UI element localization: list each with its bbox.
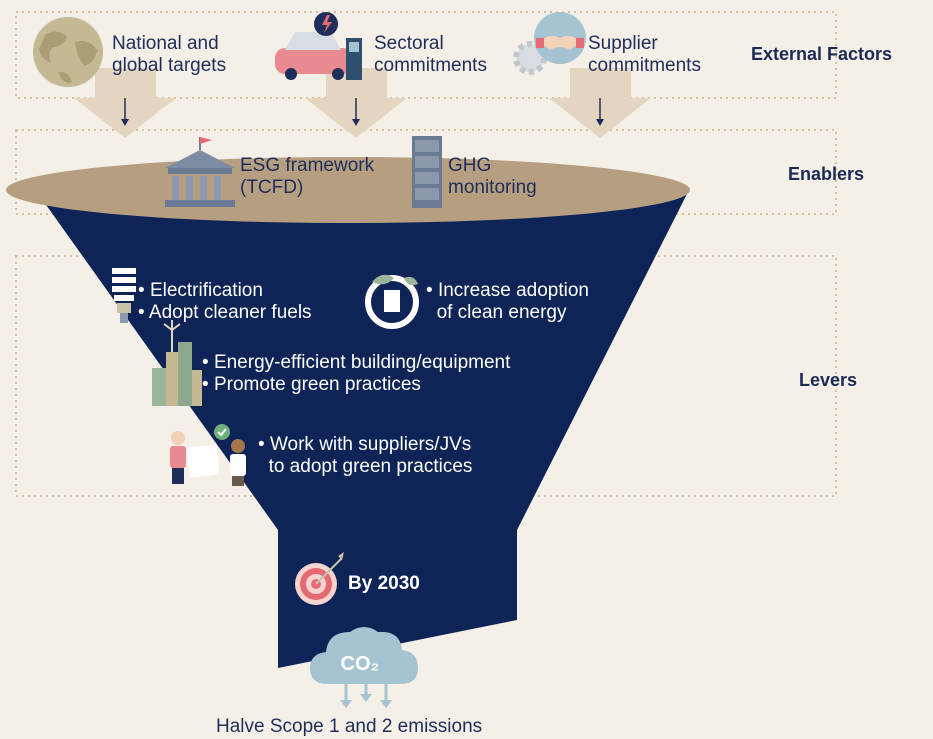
enabler-esg-framework: ESG framework (TCFD) (240, 155, 374, 199)
electric-car-icon (275, 12, 362, 80)
category-enablers: Enablers (788, 164, 865, 184)
lever-clean-energy-item2: of clean energy (436, 302, 567, 323)
external-factor-sectoral: Sectoral commitments (374, 33, 487, 77)
target-icon (295, 552, 344, 605)
external-factor-supplier: Supplier commitments (588, 33, 701, 77)
lever-suppliers-item1: • Work with suppliers/JVs (258, 434, 472, 455)
external-factor-supplier-line2: commitments (588, 55, 701, 76)
external-factor-sectoral-line1: Sectoral (374, 33, 444, 54)
clean-energy-icon (365, 274, 419, 329)
external-factor-sectoral-line2: commitments (374, 55, 487, 76)
enabler-ghg-line1: GHG (448, 155, 492, 176)
lever-clean-energy-item1: • Increase adoption (426, 280, 589, 301)
outcome-label: Halve Scope 1 and 2 emissions (216, 716, 483, 737)
arrow-down-1 (74, 68, 176, 138)
lever-energy-efficient-item2: • Promote green practices (202, 374, 421, 395)
external-factor-national: National and global targets (112, 33, 226, 77)
arrow-down-3 (549, 68, 651, 138)
category-levers: Levers (799, 370, 858, 390)
external-factor-national-line1: National and (112, 33, 219, 54)
enabler-ghg-line2: monitoring (448, 177, 537, 198)
lever-suppliers-item2: to adopt green practices (268, 456, 473, 477)
enabler-esg-line1: ESG framework (240, 155, 375, 176)
lever-electrification-item2: • Adopt cleaner fuels (138, 302, 312, 323)
globe-icon (33, 17, 103, 87)
lever-electrification-item1: • Electrification (138, 280, 263, 301)
co2-text: CO₂ (341, 653, 380, 675)
enabler-esg-line2: (TCFD) (240, 177, 304, 198)
building-icon (165, 137, 235, 207)
category-external-factors: External Factors (751, 44, 893, 64)
lever-suppliers: • Work with suppliers/JVs to adopt green… (258, 434, 472, 478)
lever-energy-efficient: • Energy-efficient building/equipment • … (202, 352, 510, 396)
arrow-down-2 (305, 68, 407, 138)
lever-electrification: • Electrification • Adopt cleaner fuels (138, 280, 312, 324)
lever-energy-efficient-item1: • Energy-efficient building/equipment (202, 352, 511, 373)
target-label: By 2030 (348, 573, 420, 594)
funnel (34, 188, 690, 668)
lightbulb-icon (112, 268, 136, 323)
server-icon (412, 136, 442, 208)
external-factor-supplier-line1: Supplier (588, 33, 658, 54)
handshake-icon (513, 12, 586, 75)
lever-clean-energy: • Increase adoption of clean energy (426, 280, 589, 324)
external-factor-national-line2: global targets (112, 55, 227, 76)
enabler-ghg-monitoring: GHG monitoring (448, 155, 537, 199)
external-factors-box (15, 11, 837, 99)
co2-cloud-icon: CO₂ (310, 627, 418, 708)
partners-icon (170, 424, 246, 486)
green-buildings-icon (152, 320, 202, 406)
